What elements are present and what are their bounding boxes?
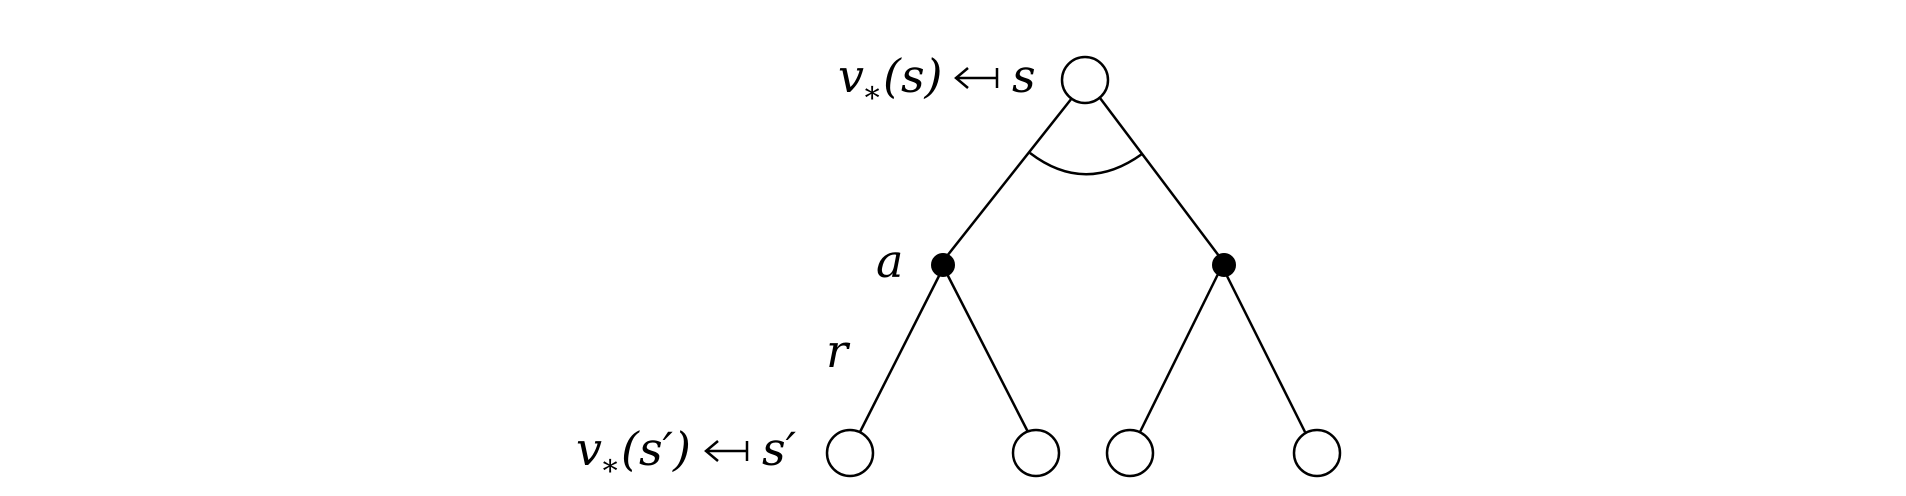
edge-action-left-leaf-1 bbox=[858, 269, 944, 433]
leaf-label: v ∗ (s′) s′ bbox=[576, 422, 797, 483]
leaf-value-symbol: v bbox=[576, 422, 602, 476]
root-label: v ∗ (s) s bbox=[838, 49, 1036, 110]
root-state-node bbox=[1060, 55, 1110, 105]
reward-label: r bbox=[826, 324, 851, 378]
root-assign-arrow-icon bbox=[954, 67, 999, 89]
root-value-symbol: v bbox=[838, 49, 864, 103]
edge-root-action-right bbox=[1099, 97, 1220, 257]
edge-action-right-leaf-4 bbox=[1222, 269, 1307, 433]
max-arc bbox=[1029, 152, 1143, 176]
root-value-argument: (s) bbox=[883, 49, 943, 103]
leaf-state-node-3 bbox=[1105, 428, 1155, 478]
leaf-assign-arrow-icon bbox=[704, 440, 749, 462]
leaf-state-node-1 bbox=[825, 428, 875, 478]
root-value-subscript: ∗ bbox=[862, 75, 882, 110]
leaf-state-node-2 bbox=[1011, 428, 1061, 478]
leaf-state-node-4 bbox=[1292, 428, 1342, 478]
leaf-value-argument: (s′) bbox=[621, 422, 691, 476]
leaf-state-symbol: s′ bbox=[762, 422, 797, 476]
action-node-right bbox=[1212, 253, 1236, 277]
root-state-symbol: s bbox=[1012, 49, 1036, 103]
action-node-left bbox=[931, 253, 955, 277]
action-label: a bbox=[876, 234, 903, 288]
edge-root-action-left bbox=[946, 97, 1073, 257]
edge-action-right-leaf-3 bbox=[1138, 269, 1222, 433]
leaf-value-subscript: ∗ bbox=[600, 448, 620, 483]
edge-action-left-leaf-2 bbox=[943, 269, 1030, 433]
